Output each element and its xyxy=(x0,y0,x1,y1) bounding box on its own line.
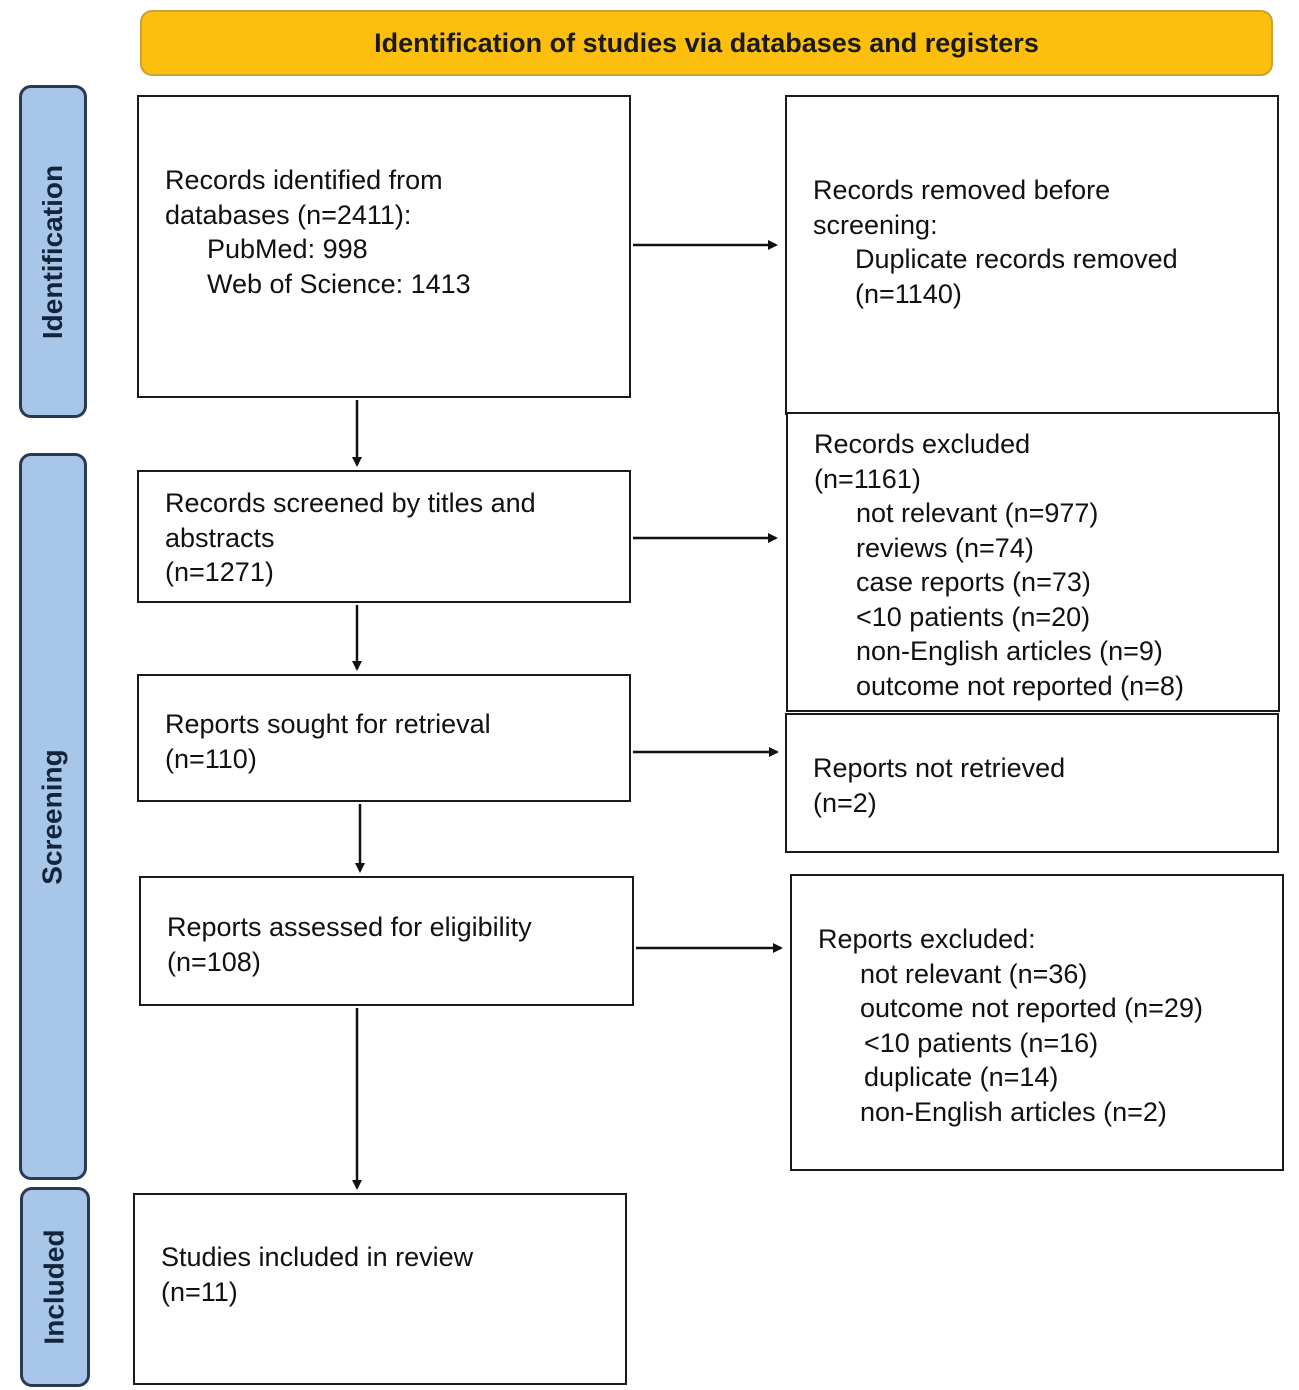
box-line: (n=108) xyxy=(167,946,261,977)
records-identified-box: Records identified from databases (n=241… xyxy=(137,95,631,398)
phase-screening: Screening xyxy=(19,453,87,1180)
phase-included-label: Included xyxy=(39,1229,70,1345)
reports-sought-box: Reports sought for retrieval (n=110) xyxy=(137,674,631,802)
box-line: Studies included in review xyxy=(161,1242,474,1272)
box-line: Records identified from xyxy=(165,165,443,195)
box-line: databases (n=2411): xyxy=(165,199,412,230)
box-line: (n=11) xyxy=(161,1276,238,1307)
box-line: Reports sought for retrieval xyxy=(165,709,491,739)
box-line: Reports excluded: xyxy=(818,924,1036,954)
box-line: Web of Science: 1413 xyxy=(207,268,471,299)
box-line: (n=2) xyxy=(813,787,877,818)
box-line: case reports (n=73) xyxy=(856,567,1091,597)
box-line: non-English articles (n=9) xyxy=(856,636,1163,666)
box-line: (n=1140) xyxy=(855,278,962,309)
box-line: screening: xyxy=(813,209,938,240)
box-line: non-English articles (n=2) xyxy=(860,1096,1167,1127)
phase-screening-label: Screening xyxy=(37,748,69,885)
box-line: (n=1161) xyxy=(814,463,921,494)
box-line: <10 patients (n=20) xyxy=(856,601,1091,632)
reports-assessed-box: Reports assessed for eligibility (n=108) xyxy=(139,876,634,1006)
reports-excluded-box: Reports excluded: not relevant (n=36) ou… xyxy=(790,874,1284,1171)
phase-included: Included xyxy=(20,1187,90,1387)
box-line: reviews (n=74) xyxy=(856,532,1034,563)
box-line: outcome not reported (n=29) xyxy=(860,993,1203,1023)
records-removed-box: Records removed before screening: Duplic… xyxy=(785,95,1279,415)
box-line: Duplicate records removed xyxy=(855,244,1178,274)
box-line: PubMed: 998 xyxy=(207,234,368,264)
header-title: Identification of studies via databases … xyxy=(374,27,1039,58)
box-line: not relevant (n=36) xyxy=(860,958,1088,989)
phase-identification: Identification xyxy=(19,85,87,418)
box-line: Records screened by titles and xyxy=(165,488,536,518)
box-line: Records excluded xyxy=(814,429,1031,459)
box-line: (n=110) xyxy=(165,743,257,774)
box-line: not relevant (n=977) xyxy=(856,498,1099,528)
box-line: abstracts xyxy=(165,522,275,553)
box-line: <10 patients (n=16) xyxy=(864,1027,1099,1058)
records-screened-box: Records screened by titles and abstracts… xyxy=(137,470,631,603)
box-line: (n=1271) xyxy=(165,557,274,587)
box-line: Reports not retrieved xyxy=(813,753,1066,783)
diagram-header: Identification of studies via databases … xyxy=(140,10,1273,76)
reports-not-retrieved-box: Reports not retrieved (n=2) xyxy=(785,713,1279,853)
box-line: Reports assessed for eligibility xyxy=(167,912,532,942)
phase-identification-label: Identification xyxy=(37,164,69,339)
box-line: duplicate (n=14) xyxy=(864,1062,1059,1092)
box-line: outcome not reported (n=8) xyxy=(856,670,1184,701)
studies-included-box: Studies included in review (n=11) xyxy=(133,1193,627,1385)
box-line: Records removed before xyxy=(813,175,1111,205)
records-excluded-box: Records excluded (n=1161) not relevant (… xyxy=(786,412,1280,712)
